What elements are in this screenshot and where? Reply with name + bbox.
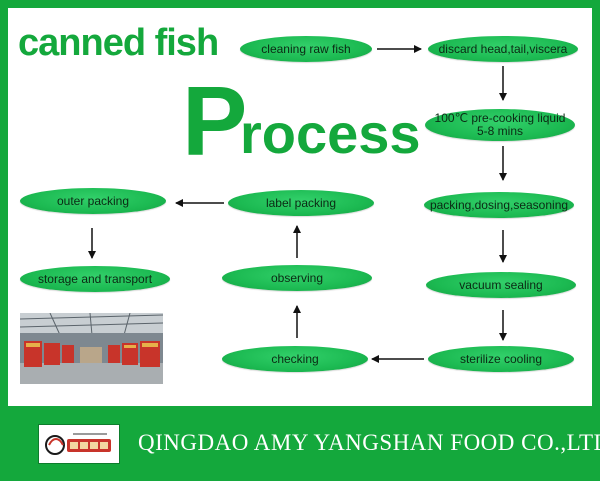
node-vacuum-sealing: vacuum sealing <box>426 272 576 298</box>
process-title-initial: P <box>182 66 248 176</box>
node-observing: observing <box>222 265 372 291</box>
process-title-rest: rocess <box>240 102 421 165</box>
node-label-packing: label packing <box>228 190 374 216</box>
warehouse-photo <box>20 313 163 384</box>
company-logo <box>38 424 120 464</box>
node-storage-and-transport: storage and transport <box>20 266 170 292</box>
node-cleaning-raw-fish: cleaning raw fish <box>240 36 372 62</box>
company-name: QINGDAO AMY YANGSHAN FOOD CO.,LTD. <box>138 430 600 455</box>
node-packing-dosing-seasoning: packing,dosing,seasoning <box>424 192 574 218</box>
pre-cooking-line2: 5-8 mins <box>476 124 523 138</box>
node-sterilize-cooling: sterilize cooling <box>428 346 574 372</box>
node-checking: checking <box>222 346 368 372</box>
node-outer-packing: outer packing <box>20 188 166 214</box>
diagram-title: canned fish <box>18 22 219 64</box>
pre-cooking-line1: 100℃ pre-cooking liquid <box>434 111 566 126</box>
node-discard-head-tail-viscera: discard head,tail,viscera <box>428 36 578 62</box>
node-pre-cooking: 100℃ pre-cooking liquid 5-8 mins <box>425 109 575 141</box>
